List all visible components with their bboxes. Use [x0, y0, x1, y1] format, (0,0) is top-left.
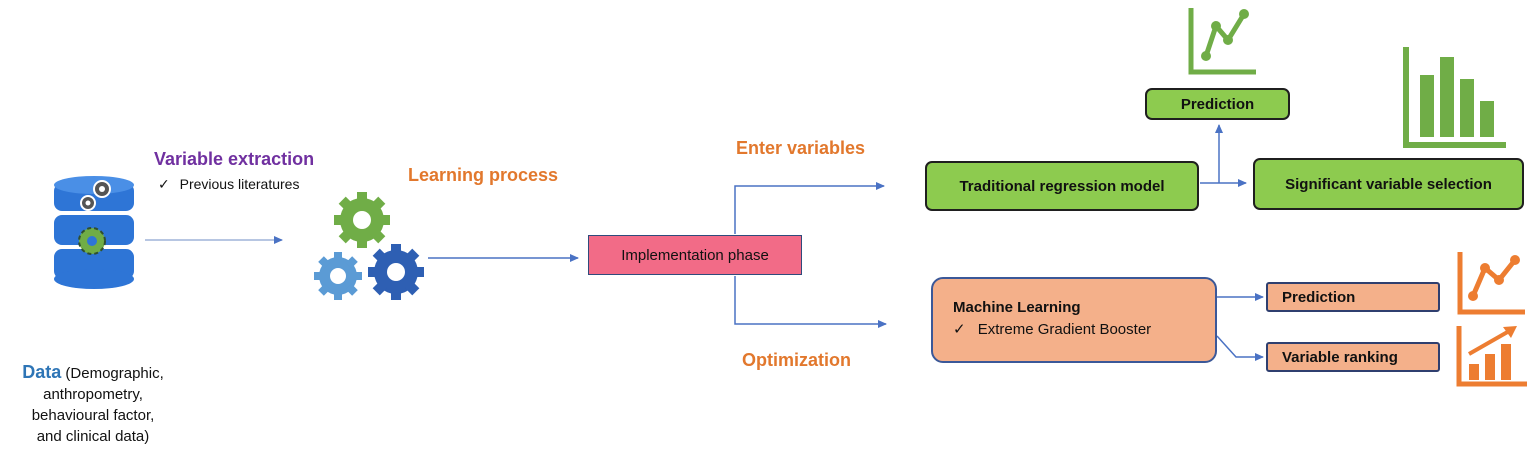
bar-chart-icon: [1403, 47, 1506, 148]
variable-ranking-box: Variable ranking: [1266, 342, 1440, 372]
data-details-3: behavioural factor,: [31, 407, 155, 424]
line-chart-icon: [1188, 8, 1256, 75]
gears-icon: [314, 192, 424, 300]
variable-ranking-label: Variable ranking: [1282, 348, 1398, 366]
database-icon: [54, 176, 134, 289]
data-details-2: anthropometry,: [43, 386, 143, 403]
data-caption: Data (Demographic, anthropometry, behavi…: [2, 362, 184, 447]
data-title: Data: [22, 362, 62, 382]
prediction-box-ml: Prediction: [1266, 282, 1440, 312]
variable-extraction-title: Variable extraction: [154, 149, 315, 169]
line-chart-icon: [1457, 252, 1525, 315]
optimization-label: Optimization: [742, 350, 851, 370]
traditional-regression-label: Traditional regression model: [959, 177, 1165, 195]
learning-process-label: Learning process: [408, 165, 559, 185]
significant-selection-label: Significant variable selection: [1285, 175, 1492, 193]
arrow-ml-to-ranking: [1216, 335, 1264, 361]
prediction-box-traditional: Prediction: [1145, 88, 1290, 120]
check-icon: ✓: [158, 176, 170, 192]
trend-up-icon: [1456, 326, 1527, 387]
traditional-regression-box: Traditional regression model: [925, 161, 1199, 211]
check-icon: ✓: [953, 321, 966, 338]
variable-extraction-item: ✓ Previous literatures: [158, 176, 299, 193]
prediction-label-traditional: Prediction: [1180, 95, 1255, 113]
arrow-to-enter-variables: [734, 182, 885, 234]
data-details-4: and clinical data): [36, 428, 150, 445]
implementation-phase-label: Implementation phase: [621, 246, 769, 264]
machine-learning-method-row: ✓ Extreme Gradient Booster: [953, 320, 1215, 338]
prediction-label-ml: Prediction: [1282, 288, 1356, 306]
implementation-phase-box: Implementation phase: [588, 235, 802, 275]
arrow-to-optimization: [734, 276, 887, 328]
data-details-1: (Demographic,: [65, 365, 164, 382]
previous-literatures-label: Previous literatures: [179, 176, 300, 192]
enter-variables-label: Enter variables: [736, 138, 866, 158]
machine-learning-title: Machine Learning: [953, 299, 1081, 316]
machine-learning-box: Machine Learning ✓ Extreme Gradient Boos…: [931, 277, 1217, 363]
machine-learning-method: Extreme Gradient Booster: [977, 321, 1152, 338]
significant-selection-box: Significant variable selection: [1253, 158, 1524, 210]
